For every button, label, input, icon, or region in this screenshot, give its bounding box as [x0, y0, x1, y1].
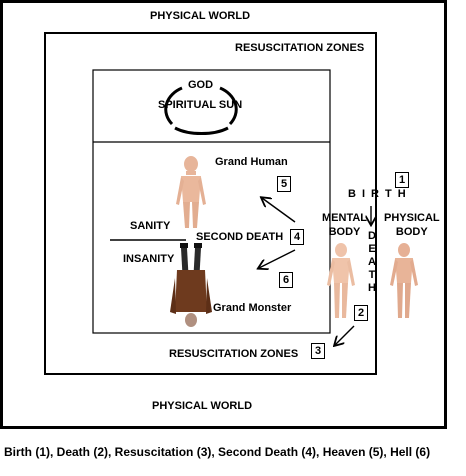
sanity-label: SANITY — [130, 220, 171, 232]
death-letter: H — [368, 282, 376, 294]
legend-caption: Birth (1), Death (2), Resuscitation (3),… — [4, 445, 431, 459]
grand-monster-figure — [170, 243, 212, 327]
death-letter: A — [368, 256, 376, 268]
physical-body-line-1: PHYSICAL — [384, 212, 440, 224]
second-death-number-box: 4 — [290, 229, 304, 245]
birth-letter: T — [384, 188, 398, 200]
birth-letter: I — [361, 188, 372, 200]
mental-body-figure — [327, 243, 355, 318]
birth-letter: R — [371, 188, 385, 200]
birth-letter: B — [348, 188, 362, 200]
physical-body-label: PHYSICAL BODY — [384, 211, 440, 239]
birth-number-box: 1 — [395, 172, 409, 188]
inner-realm-frame — [92, 69, 331, 334]
sun-arc-left — [164, 86, 183, 126]
death-letter: T — [368, 269, 376, 281]
mental-body-label: MENTAL BODY — [322, 211, 367, 239]
death-arrow — [335, 325, 355, 345]
resuscitation-number-box: 3 — [311, 343, 325, 359]
god-label: GOD — [188, 79, 214, 91]
birth-letter: H — [397, 188, 412, 200]
physical-world-bottom-label: PHYSICAL WORLD — [152, 400, 253, 412]
spiritual-sun-label: SPIRITUAL SUN — [158, 99, 243, 111]
physical-body-line-2: BODY — [395, 226, 428, 238]
grand-human-label: Grand Human — [215, 156, 288, 168]
grand-monster-label: Grand Monster — [213, 302, 292, 314]
heaven-number-box: 5 — [277, 176, 291, 192]
physical-body-figure — [390, 243, 418, 318]
death-letter: E — [368, 243, 376, 255]
hell-arrow — [259, 249, 296, 268]
insanity-label: INSANITY — [123, 253, 175, 265]
mental-body-line-1: MENTAL — [322, 212, 368, 224]
sun-arc-bottom — [174, 126, 229, 136]
heaven-arrow — [262, 198, 296, 223]
death-word: D E A T H — [366, 230, 378, 295]
sun-arc-right — [219, 86, 238, 126]
resuscitation-zones-top-label: RESUSCITATION ZONES — [235, 42, 365, 54]
hell-number-box: 6 — [279, 272, 293, 288]
resuscitation-zone-frame — [44, 32, 377, 375]
physical-world-frame — [0, 0, 447, 429]
second-death-label: SECOND DEATH — [196, 231, 284, 243]
resuscitation-zones-bottom-label: RESUSCITATION ZONES — [169, 348, 299, 360]
death-letter: D — [368, 230, 376, 242]
physical-world-top-label: PHYSICAL WORLD — [150, 10, 251, 22]
mental-body-line-2: BODY — [328, 226, 361, 238]
birth-word: BIRTH — [348, 188, 412, 200]
death-number-box: 2 — [354, 305, 368, 321]
grand-human-figure — [176, 156, 206, 228]
